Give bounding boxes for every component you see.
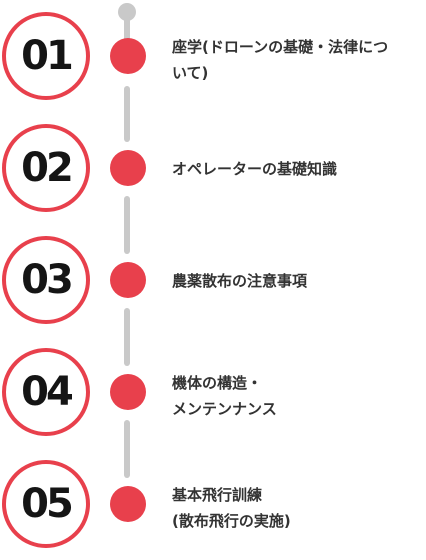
step-label: オペレーターの基礎知識 (172, 160, 338, 178)
timeline-connector (124, 86, 130, 142)
step-number: 04 (21, 369, 74, 415)
step-label: 座学(ドローンの基礎・法律について) (172, 38, 389, 82)
timeline-dot (110, 150, 146, 186)
timeline-start-knob (118, 3, 136, 21)
step-label: 基本飛行訓練 (散布飛行の実施) (172, 486, 291, 530)
step-number: 01 (21, 33, 74, 79)
step-2: 02 オペレーターの基礎知識 (0, 124, 426, 224)
step-number-badge: 02 (2, 124, 90, 212)
step-number: 03 (21, 257, 74, 303)
step-1: 01 座学(ドローンの基礎・法律について) (0, 12, 426, 112)
step-4: 04 機体の構造・ メンテンナンス (0, 348, 426, 448)
timeline-dot (110, 374, 146, 410)
timeline-dot (110, 38, 146, 74)
step-number-badge: 05 (2, 460, 90, 548)
step-5: 05 基本飛行訓練 (散布飛行の実施) (0, 460, 426, 560)
timeline-dot (110, 486, 146, 522)
timeline-connector (124, 196, 130, 254)
step-label: 農薬散布の注意事項 (172, 272, 308, 290)
step-label: 機体の構造・ メンテンナンス (172, 374, 277, 418)
step-number: 02 (21, 145, 74, 191)
timeline-connector (124, 420, 130, 478)
step-number-badge: 01 (2, 12, 90, 100)
timeline-connector (124, 308, 130, 366)
step-number: 05 (21, 481, 74, 527)
step-3: 03 農薬散布の注意事項 (0, 236, 426, 336)
step-number-badge: 03 (2, 236, 90, 324)
timeline-dot (110, 262, 146, 298)
step-number-badge: 04 (2, 348, 90, 436)
timeline-connector (124, 16, 130, 44)
